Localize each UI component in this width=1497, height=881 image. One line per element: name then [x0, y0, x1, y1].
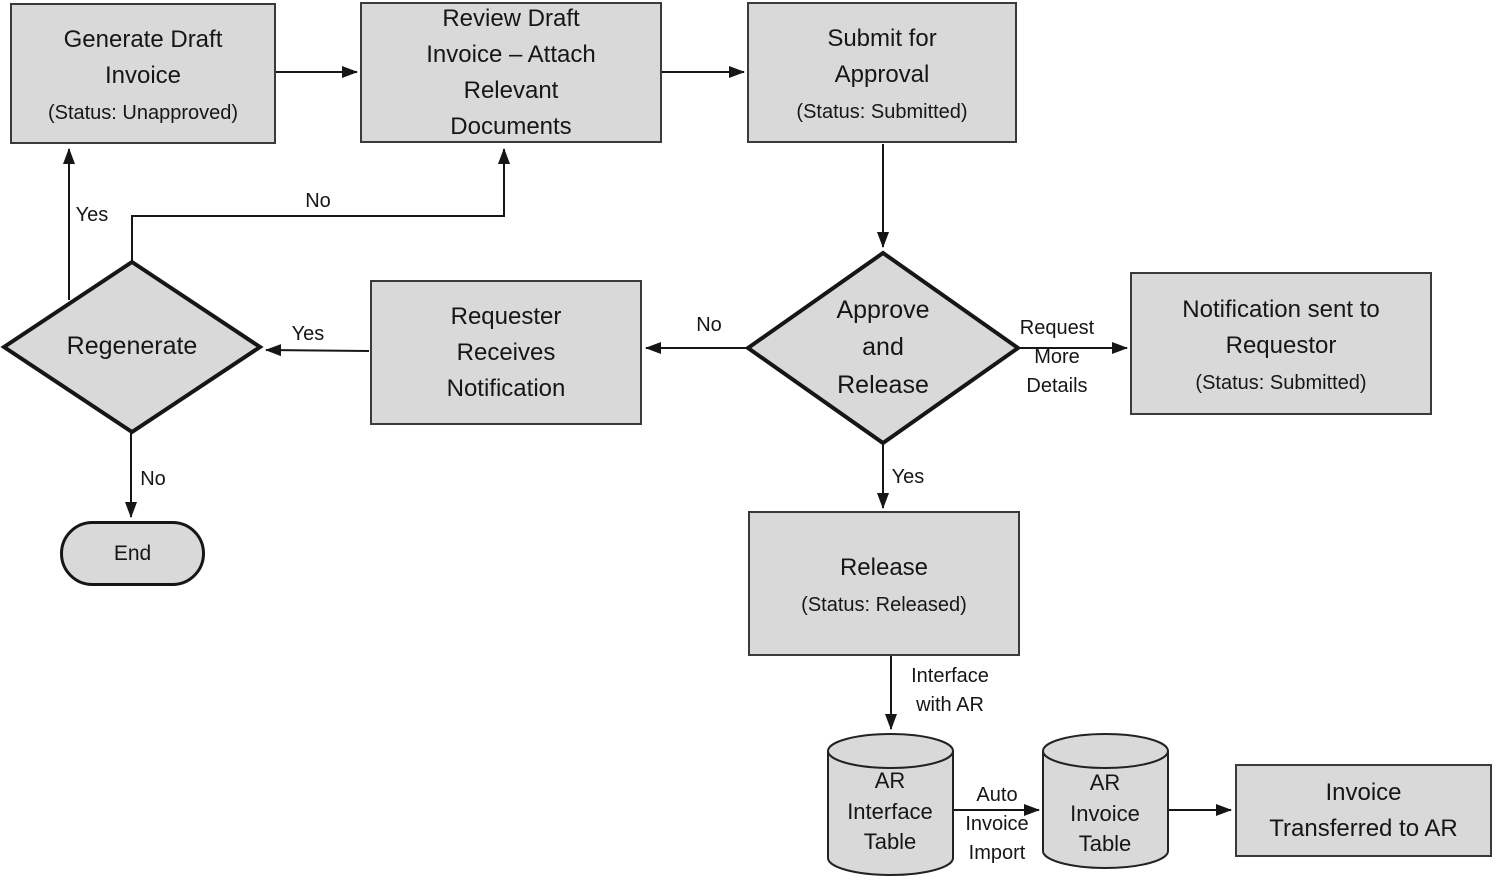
- node-label: Release: [839, 553, 929, 581]
- edge-label-interface-with-ar: Interface with AR: [911, 665, 989, 716]
- node-label: Requester Receives Notification: [446, 302, 566, 402]
- node-label: Submit for Approval: [827, 24, 937, 88]
- process-notification-sent-to-requestor: Notification sent to Requestor (Status: …: [1130, 272, 1432, 415]
- terminator-end: End: [60, 521, 205, 586]
- process-release: Release (Status: Released): [748, 511, 1020, 656]
- edge-label-auto-invoice-import: Auto Invoice Import: [965, 784, 1029, 864]
- node-label: End: [113, 541, 152, 565]
- process-review-draft-invoice: Review Draft Invoice – Attach Relevant D…: [360, 2, 662, 143]
- process-requester-receives-notification: Requester Receives Notification: [370, 280, 642, 425]
- node-status: (Status: Submitted): [796, 100, 968, 123]
- process-invoice-transferred-to-ar: Invoice Transferred to AR: [1235, 764, 1492, 857]
- regenerate-decision-diamond: [0, 259, 264, 435]
- ar-invoice-cylinder-body: [1042, 751, 1169, 869]
- edge-requester-yes-to-regenerate: [265, 344, 370, 357]
- ar-interface-cylinder-body: [827, 751, 954, 876]
- node-status: (Status: Submitted): [1195, 371, 1367, 394]
- edge-label-regenerate-no-end: No: [140, 468, 166, 490]
- node-label: Review Draft Invoice – Attach Relevant D…: [426, 4, 596, 140]
- edge-label-requester-yes: Yes: [291, 323, 325, 345]
- node-label: Notification sent to Requestor: [1182, 295, 1380, 359]
- node-label: Generate Draft Invoice: [63, 25, 223, 89]
- process-submit-for-approval: Submit for Approval (Status: Submitted): [747, 2, 1017, 143]
- approve-decision-diamond: [744, 250, 1022, 446]
- ar-invoice-cylinder-top: [1042, 733, 1169, 769]
- edge-label-approve-no: No: [696, 314, 722, 336]
- node-label: Invoice Transferred to AR: [1269, 778, 1458, 842]
- edge-label-regenerate-yes: Yes: [75, 204, 109, 226]
- edge-regenerate-no-to-review: [131, 148, 510, 261]
- node-status: (Status: Unapproved): [47, 101, 239, 124]
- process-generate-draft-invoice: Generate Draft Invoice (Status: Unapprov…: [10, 3, 276, 144]
- node-status: (Status: Released): [801, 593, 967, 616]
- ar-interface-cylinder-top: [827, 733, 954, 769]
- edge-label-request-more-details: Request More Details: [1019, 317, 1095, 397]
- edge-label-regenerate-no-review: No: [305, 190, 331, 212]
- edge-label-approve-yes: Yes: [891, 466, 925, 488]
